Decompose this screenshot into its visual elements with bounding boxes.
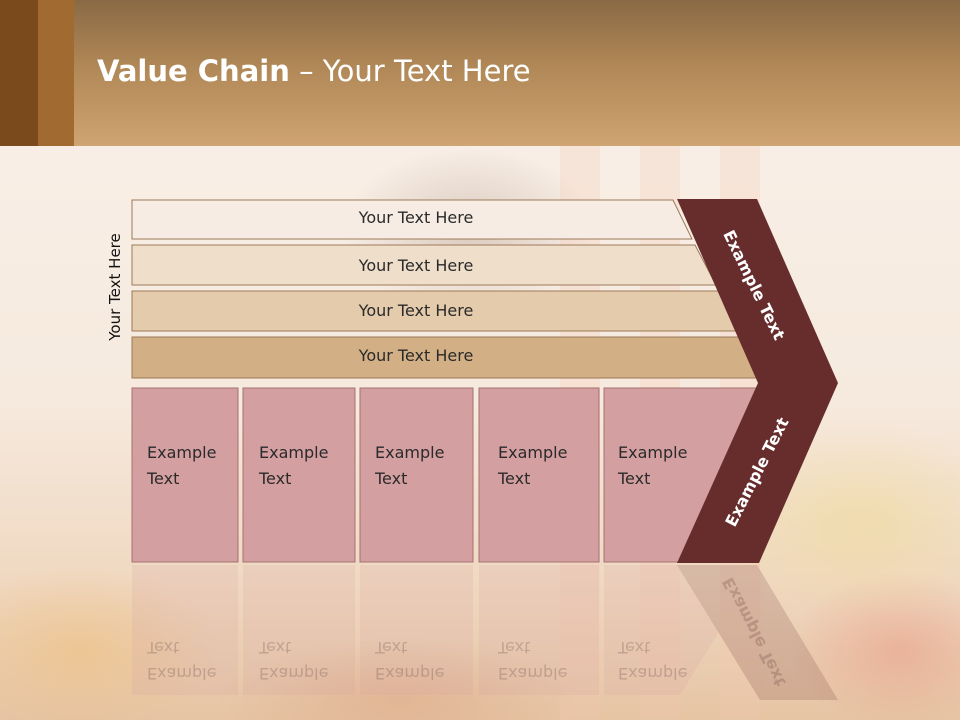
box-5-reflection-line2: Text [618, 638, 651, 657]
box-2-reflection-line1: Example [259, 664, 329, 683]
row-2-label: Your Text Here [358, 256, 474, 275]
row-3-label: Your Text Here [358, 301, 474, 320]
box-2-reflection-line2: Text [259, 638, 292, 657]
box-1-line1: Example [147, 443, 217, 462]
box-4-line1: Example [498, 443, 568, 462]
box-5-line2: Text [618, 469, 651, 488]
slide-title: Value Chain – Your Text Here [97, 54, 531, 88]
side-label-text: Your Text Here [106, 233, 124, 341]
slide-header: Value Chain – Your Text Here [0, 0, 960, 146]
row-1-label: Your Text Here [358, 208, 474, 227]
box-3-reflection-line1: Example [375, 664, 445, 683]
box-4-reflection-line2: Text [498, 638, 531, 657]
box-1-reflection: Example Text [147, 634, 216, 686]
box-3-reflection: Example Text [375, 634, 444, 686]
title-bold: Value Chain [97, 54, 290, 88]
box-2-reflection: Example Text [259, 634, 328, 686]
title-rest: – Your Text Here [289, 54, 531, 88]
box-1-reflection-line1: Example [147, 664, 217, 683]
box-3-reflection-line2: Text [375, 638, 408, 657]
box-5-reflection: Example Text [618, 634, 687, 686]
box-2-line2: Text [259, 469, 292, 488]
box-3-line2: Text [375, 469, 408, 488]
box-5-reflection-line1: Example [618, 664, 688, 683]
header-accent-dark [0, 0, 38, 146]
box-1-reflection-line2: Text [147, 638, 180, 657]
box-2-line1: Example [259, 443, 329, 462]
header-accent-mid [38, 0, 74, 146]
box-3-line1: Example [375, 443, 445, 462]
box-5-line1: Example [618, 443, 688, 462]
box-4-reflection-line1: Example [498, 664, 568, 683]
box-4-reflection: Example Text [498, 634, 567, 686]
row-4-label: Your Text Here [358, 346, 474, 365]
box-4-line2: Text [498, 469, 531, 488]
box-1-line2: Text [147, 469, 180, 488]
